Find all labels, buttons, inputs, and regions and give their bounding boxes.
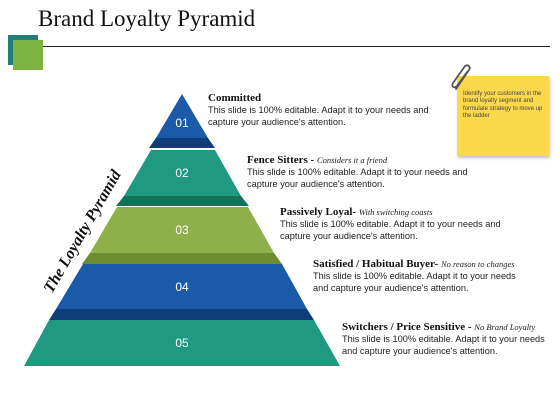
tier-04-number: 04 — [175, 280, 189, 294]
tier-04-base — [49, 309, 314, 320]
slide-title: Brand Loyalty Pyramid — [38, 6, 256, 31]
tier-02-heading: Fence Sitters - — [247, 154, 317, 166]
tier-02-number: 02 — [175, 166, 189, 180]
tier-03-face — [90, 207, 274, 253]
tier-03-body: This slide is 100% editable. Adapt it to… — [280, 219, 501, 241]
tier-04-face — [56, 264, 307, 309]
tier-04-heading: Satisfied / Habitual Buyer- — [313, 258, 441, 270]
tier-05-description: Switchers / Price Sensitive - No Brand L… — [342, 321, 552, 357]
tier-03-heading: Passively Loyal- — [280, 206, 359, 218]
tier-05-body: This slide is 100% editable. Adapt it to… — [342, 334, 545, 356]
tier-04-body: This slide is 100% editable. Adapt it to… — [313, 271, 516, 293]
tier-05-face — [24, 320, 340, 366]
title-divider — [38, 46, 550, 47]
tier-05-subheading: No Brand Loyalty — [474, 322, 536, 332]
tier-05-number: 05 — [175, 336, 189, 350]
tier-01-description: Committed This slide is 100% editable. A… — [208, 92, 438, 128]
tier-05-heading: Switchers / Price Sensitive - — [342, 321, 475, 333]
tier-02-base — [116, 196, 249, 206]
tier-02-subheading: Considers it a friend — [316, 155, 388, 165]
tier-03-description: Passively Loyal- With switching coasts T… — [280, 206, 510, 242]
tier-02-description: Fence Sitters - Considers it a friend Th… — [247, 154, 477, 190]
tier-01-number: 01 — [175, 116, 189, 130]
tier-03-base — [82, 253, 282, 264]
sticky-note: Identify your customers in the brand loy… — [457, 76, 549, 156]
tier-02-body: This slide is 100% editable. Adapt it to… — [247, 167, 468, 189]
paperclip-icon — [451, 64, 471, 90]
sticky-note-text: Identify your customers in the brand loy… — [463, 91, 543, 120]
accent-square-front — [13, 40, 43, 70]
tier-01-base — [149, 138, 215, 148]
tier-03-number: 03 — [175, 223, 189, 237]
tier-04-subheading: No reason to changes — [440, 259, 515, 269]
tier-01-body: This slide is 100% editable. Adapt it to… — [208, 105, 429, 127]
tier-01-face — [156, 94, 208, 138]
tier-04-description: Satisfied / Habitual Buyer- No reason to… — [313, 258, 528, 294]
tier-01-heading: Committed — [208, 92, 262, 104]
tier-02-face — [124, 150, 241, 196]
tier-03-subheading: With switching coasts — [358, 207, 433, 217]
